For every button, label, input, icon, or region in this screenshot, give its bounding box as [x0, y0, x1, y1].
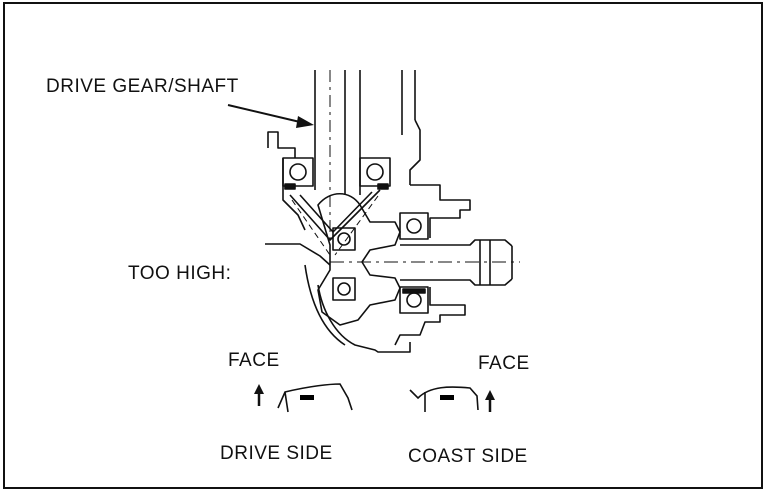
- bearing-side-lower-mark: [402, 288, 426, 294]
- housing-right-upper: [410, 184, 471, 238]
- drive-side-label: DRIVE SIDE: [220, 443, 333, 464]
- bearing-side-upper: [399, 212, 429, 240]
- coast-side-label: COAST SIDE: [408, 446, 528, 467]
- casing-left-top: [265, 243, 331, 266]
- bearing-upper-left-ball: [289, 163, 307, 181]
- too-high-label: TOO HIGH:: [128, 263, 232, 284]
- bearing-center-lower: [332, 277, 356, 301]
- contact-pattern-coast: [440, 395, 454, 400]
- output-shaft-top: [400, 239, 513, 247]
- housing-left-wall: [282, 158, 306, 231]
- differential-assembly: [265, 70, 520, 353]
- casing-left-lower: [317, 284, 411, 353]
- bearing-side-upper-ball: [406, 218, 422, 234]
- up-arrow-icon: [254, 384, 264, 406]
- housing-right-flange: [409, 119, 421, 185]
- face-label-left: FACE: [228, 350, 280, 371]
- bearing-upper-left: [282, 157, 314, 187]
- bearing-center-lower-ball: [337, 282, 351, 296]
- tooth-drive-side: [277, 383, 353, 413]
- drive-gear-shaft-label: DRIVE GEAR/SHAFT: [46, 76, 239, 97]
- contact-pattern-drive: [300, 395, 314, 400]
- pinion-gear: [289, 189, 381, 241]
- housing-left-step: [267, 131, 296, 158]
- bearing-center-upper-ball: [337, 232, 351, 246]
- pitch-line-left: [291, 199, 331, 256]
- housing-right-lower: [394, 287, 466, 346]
- bearing-upper-right-ball: [366, 163, 384, 181]
- seal-left: [284, 183, 296, 190]
- pinion-gear-inner: [299, 191, 373, 233]
- ring-gear-body: [317, 192, 401, 326]
- up-arrow-icon: [485, 390, 495, 412]
- pitch-line-right: [334, 195, 379, 256]
- bearing-center-upper: [332, 227, 356, 251]
- face-label-right: FACE: [478, 353, 530, 374]
- casing-left-outer: [304, 264, 346, 346]
- tooth-coast-side: [409, 386, 479, 412]
- seal-right: [377, 183, 389, 190]
- bearing-upper-right: [359, 157, 391, 187]
- bearing-side-lower: [399, 286, 429, 314]
- output-shaft-bottom: [400, 278, 513, 286]
- drive-gear-leader: [227, 104, 314, 128]
- outer-border: [3, 2, 763, 489]
- bearing-side-lower-ball: [406, 292, 422, 308]
